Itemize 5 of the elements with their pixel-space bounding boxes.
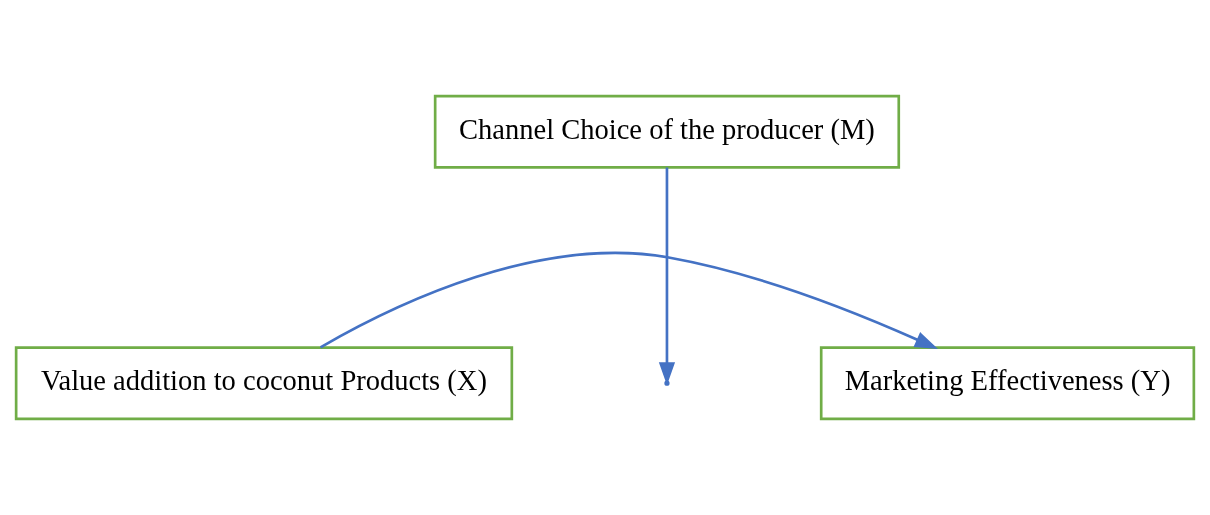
node-box: Marketing Effectiveness (Y) <box>819 346 1196 421</box>
arrow <box>658 167 676 386</box>
node-box: Value addition to coconut Products (X) <box>14 346 514 421</box>
arrow <box>319 251 938 350</box>
node-box: Channel Choice of the producer (M) <box>433 94 901 169</box>
